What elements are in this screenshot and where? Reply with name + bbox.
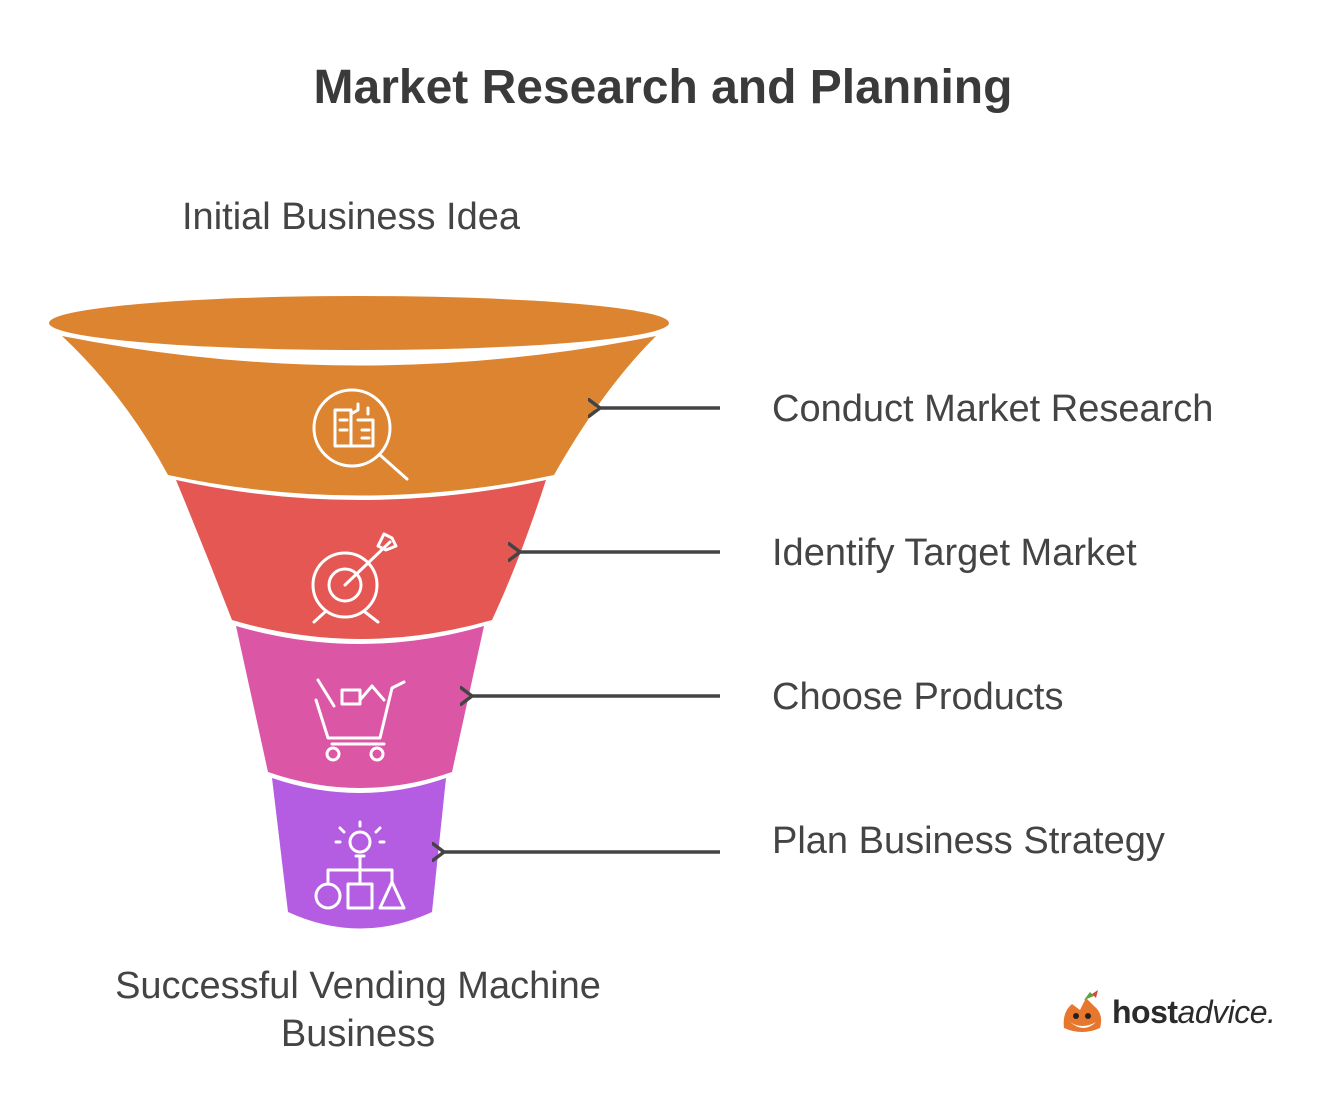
- funnel-output-label: Successful Vending Machine Business: [115, 965, 601, 1055]
- hostadvice-logo: hostadvice.: [1058, 990, 1276, 1034]
- strategy-icon: [314, 820, 406, 910]
- stage-label-3: Choose Products: [772, 676, 1064, 718]
- funnel-input-label: Initial Business Idea: [182, 196, 520, 238]
- diagram-title: Market Research and Planning: [313, 61, 1013, 114]
- funnel-segment-3: [236, 626, 484, 788]
- fox-mascot-icon: [1063, 990, 1102, 1032]
- shopping-cart-icon: [314, 678, 406, 762]
- stage-label-2: Identify Target Market: [772, 532, 1137, 574]
- stage-label-4: Plan Business Strategy: [772, 820, 1165, 862]
- logo-text-bold: host: [1112, 993, 1178, 1030]
- stage-label-1: Conduct Market Research: [772, 388, 1214, 430]
- funnel-segment-2: [176, 480, 546, 639]
- funnel-top-rim: [49, 296, 669, 350]
- funnel-segment-1: [62, 336, 656, 496]
- logo-text-rest: advice.: [1177, 993, 1276, 1030]
- market-research-icon: [312, 388, 409, 481]
- target-icon: [311, 532, 398, 624]
